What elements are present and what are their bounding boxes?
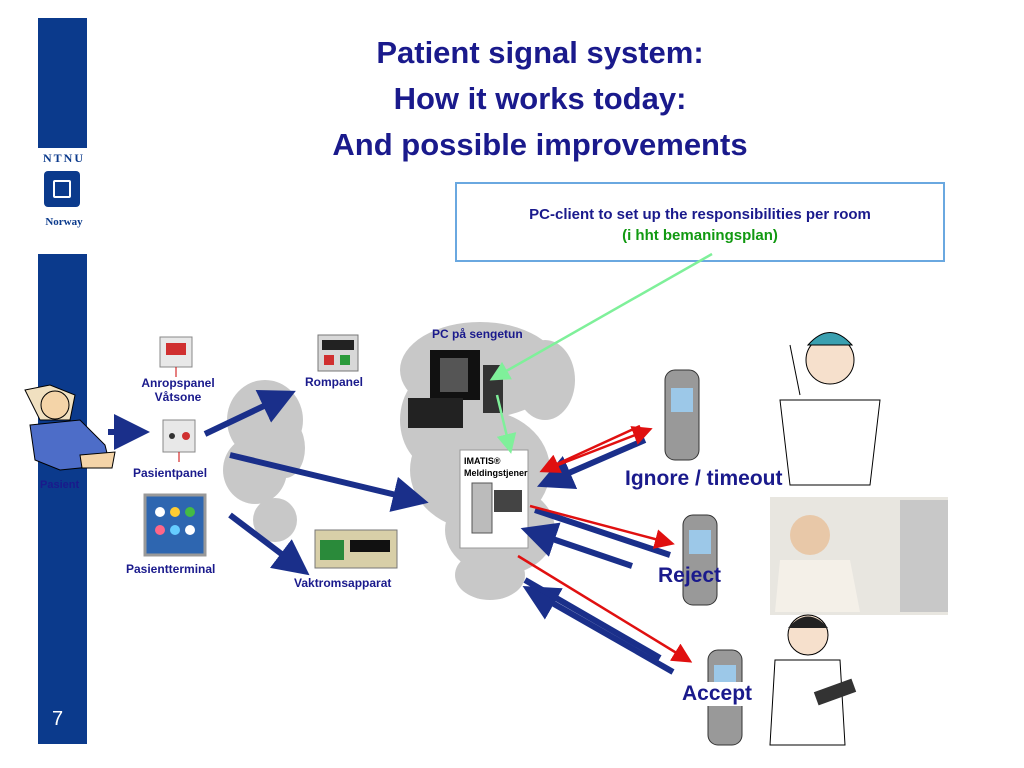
accept-label: Accept [682, 682, 753, 706]
anropspanel-label: Anropspanel Våtsone [128, 376, 228, 404]
pasientterminal-label: Pasientterminal [126, 562, 216, 576]
pasientpanel-label: Pasientpanel [133, 466, 208, 480]
server-label-1: IMATIS® [464, 456, 501, 466]
anropspanel-device [159, 336, 193, 377]
vaktromsapparat-device [314, 529, 398, 569]
nurse-phone-photo [770, 497, 948, 615]
patient-figure [24, 384, 116, 471]
nurse-clipboard-figure [769, 614, 857, 746]
nurse-syringe-figure [779, 332, 881, 486]
server-label-2: Meldingstjener [464, 468, 528, 478]
ignore-timeout-label: Ignore / timeout [625, 467, 783, 490]
ntnu-country: Norway [45, 216, 83, 228]
imatis-server [459, 449, 529, 549]
vaktromsapparat-label: Vaktromsapparat [294, 576, 392, 590]
title-line-1: Patient signal system: [376, 35, 704, 70]
rompanel-device [317, 334, 359, 372]
pasientterminal-device [143, 493, 207, 557]
page-number: 7 [52, 708, 64, 730]
anropspanel-line-1: Anropspanel [141, 376, 215, 390]
slide-title: Patient signal system: How it works toda… [230, 30, 850, 168]
callout-line-2: (i hht bemaningsplan) [622, 227, 778, 244]
ntnu-wordmark: NTNU [42, 151, 85, 165]
pc-client-callout: PC-client to set up the responsibilities… [455, 182, 945, 262]
phone-1-icon [664, 369, 700, 461]
pc-sengetun-label: PC på sengetun [432, 327, 523, 341]
anropspanel-line-2: Våtsone [154, 390, 202, 404]
title-line-2: How it works today: [393, 81, 687, 116]
rompanel-label: Rompanel [305, 375, 364, 389]
reject-label: Reject [658, 564, 722, 587]
ntnu-logo-icon [44, 171, 80, 207]
patient-label: Pasient [40, 479, 79, 491]
phone-2-icon [682, 514, 718, 606]
sidebar-bar [38, 18, 87, 744]
pasientpanel-device [162, 419, 196, 462]
title-line-3: And possible improvements [332, 127, 748, 162]
callout-line-1: PC-client to set up the responsibilities… [529, 206, 871, 223]
